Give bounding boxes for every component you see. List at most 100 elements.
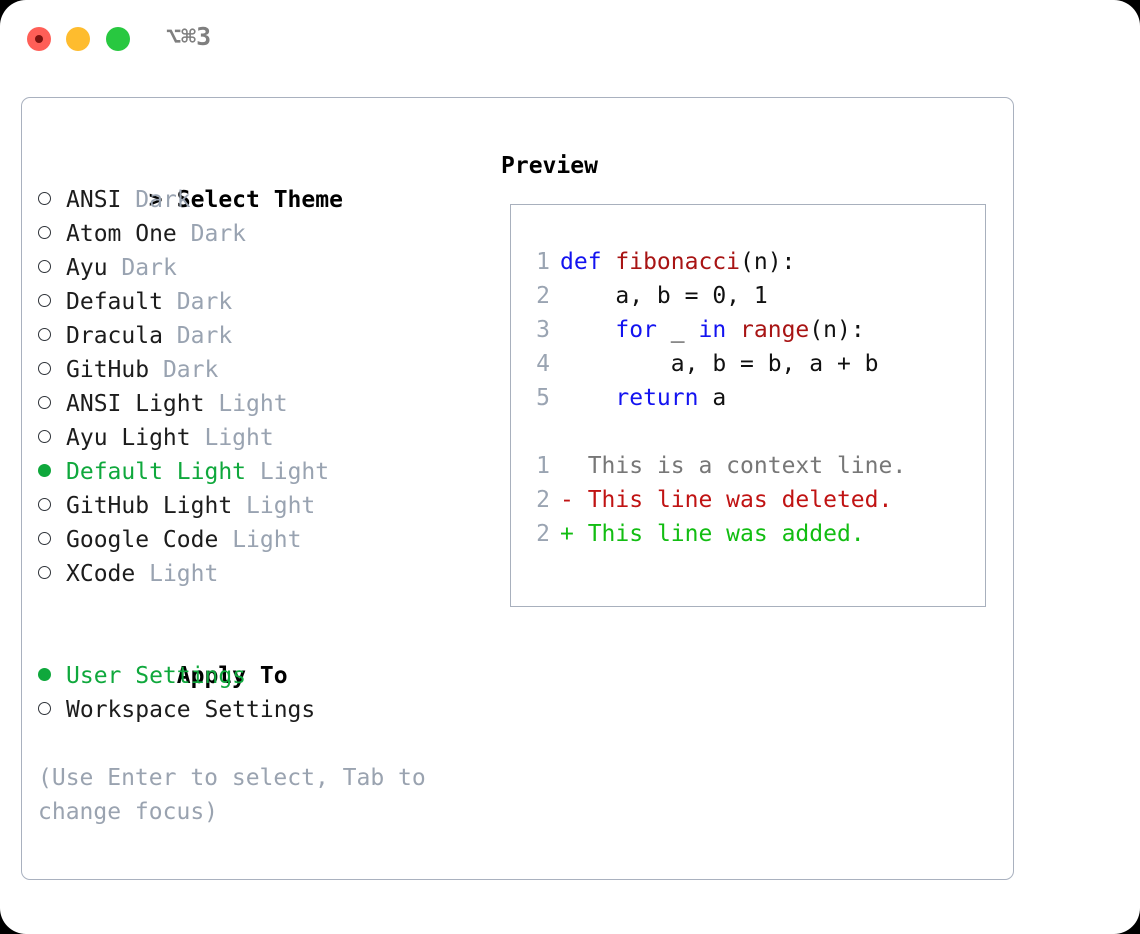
radio-unselected-icon[interactable] <box>38 217 66 251</box>
radio-marker <box>38 192 51 205</box>
code-token-plain: a <box>698 385 727 411</box>
radio-unselected-icon[interactable] <box>38 523 66 557</box>
theme-option-label: GitHub <box>66 357 150 383</box>
radio-marker <box>38 498 51 511</box>
code-line: 2 a, b = 0, 1 <box>524 279 906 313</box>
radio-unselected-icon[interactable] <box>38 387 66 421</box>
radio-unselected-icon[interactable] <box>38 183 66 217</box>
theme-option-default-dark[interactable]: Default Dark <box>38 285 488 319</box>
theme-option-label: GitHub Light <box>66 493 233 519</box>
radio-marker <box>38 396 51 409</box>
radio-unselected-icon[interactable] <box>38 285 66 319</box>
diff-line-number: 2 <box>536 521 550 547</box>
radio-selected-icon[interactable] <box>38 659 66 693</box>
code-blank-line <box>524 415 906 449</box>
theme-variant-tag: Light <box>149 561 219 587</box>
radio-marker <box>38 362 51 375</box>
radio-unselected-icon[interactable] <box>38 557 66 591</box>
theme-option-ansi-dark[interactable]: ANSI Dark <box>38 183 488 217</box>
close-button[interactable] <box>27 27 51 51</box>
apply-to-option-workspace-settings[interactable]: Workspace Settings <box>38 693 488 727</box>
theme-variant-tag: Light <box>218 391 288 417</box>
radio-marker <box>38 464 51 477</box>
radio-marker <box>38 430 51 443</box>
theme-option-default-light-light[interactable]: Default Light Light <box>38 455 488 489</box>
code-line-number: 5 <box>536 385 550 411</box>
theme-option-label: ANSI <box>66 187 122 213</box>
caret-icon: > <box>148 187 163 213</box>
code-token-kw: return <box>615 385 699 411</box>
minimize-button[interactable] <box>66 27 90 51</box>
radio-unselected-icon[interactable] <box>38 421 66 455</box>
theme-variant-tag: Light <box>232 527 302 553</box>
theme-variant-tag: Dark <box>176 323 233 349</box>
diff-line: 2+ This line was added. <box>524 517 906 551</box>
diff-line-text: This line was deleted. <box>573 487 893 513</box>
label-gap <box>218 527 232 553</box>
radio-unselected-icon[interactable] <box>38 489 66 523</box>
theme-option-label: Atom One <box>66 221 177 247</box>
theme-option-label: Default Light <box>66 459 247 485</box>
diff-line-text: This is a context line. <box>573 453 907 479</box>
radio-unselected-icon[interactable] <box>38 319 66 353</box>
theme-variant-tag: Light <box>204 425 274 451</box>
diff-line: 1 This is a context line. <box>524 449 906 483</box>
theme-variant-tag: Dark <box>162 357 219 383</box>
code-line-number: 1 <box>536 249 550 275</box>
code-line-number: 2 <box>536 283 550 309</box>
label-gap <box>163 289 177 315</box>
code-token-plain <box>560 317 615 343</box>
code-line: 4 a, b = b, a + b <box>524 347 906 381</box>
theme-variant-tag: Dark <box>135 187 191 213</box>
select-theme-heading: > Select Theme <box>38 149 488 213</box>
theme-variant-tag: Light <box>246 493 316 519</box>
theme-option-ayu-dark[interactable]: Ayu Dark <box>38 251 488 285</box>
code-token-fn: fibonacci <box>615 249 741 275</box>
label-gap <box>232 493 246 519</box>
theme-option-google-code-light[interactable]: Google Code Light <box>38 523 488 557</box>
radio-marker <box>38 294 51 307</box>
theme-variant-tag: Dark <box>190 221 247 247</box>
theme-option-ayu-light-light[interactable]: Ayu Light Light <box>38 421 488 455</box>
preview-title: Preview <box>501 153 598 179</box>
radio-unselected-icon[interactable] <box>38 251 66 285</box>
theme-option-ansi-light-light[interactable]: ANSI Light Light <box>38 387 488 421</box>
apply-to-option-user-settings[interactable]: User Settings <box>38 659 488 693</box>
section-spacer <box>38 591 488 625</box>
theme-variant-tag: Dark <box>176 289 233 315</box>
maximize-button[interactable] <box>106 27 130 51</box>
radio-marker <box>38 702 51 715</box>
code-token-plain: (n): <box>809 317 865 343</box>
code-line: 3 for _ in range(n): <box>524 313 906 347</box>
theme-option-label: Dracula <box>66 323 163 349</box>
radio-unselected-icon[interactable] <box>38 353 66 387</box>
theme-option-github-light-light[interactable]: GitHub Light Light <box>38 489 488 523</box>
theme-option-xcode-light[interactable]: XCode Light <box>38 557 488 591</box>
theme-option-label: Ayu Light <box>66 425 191 451</box>
radio-marker <box>38 532 51 545</box>
code-token-plain <box>726 317 740 343</box>
radio-unselected-icon[interactable] <box>38 693 66 727</box>
theme-variant-tag: Dark <box>121 255 177 281</box>
radio-selected-icon[interactable] <box>38 455 66 489</box>
apply-to-option-label: Workspace Settings <box>66 697 316 723</box>
code-token-plain: a, b = b, a + b <box>560 351 879 377</box>
diff-marker: + <box>560 521 574 547</box>
theme-option-github-dark[interactable]: GitHub Dark <box>38 353 488 387</box>
theme-option-label: XCode <box>66 561 136 587</box>
title-bar: ⌥⌘3 <box>0 0 1140 78</box>
code-token-plain: _ <box>656 317 699 343</box>
radio-marker <box>38 566 51 579</box>
theme-option-dracula-dark[interactable]: Dracula Dark <box>38 319 488 353</box>
theme-option-atom-one-dark[interactable]: Atom One Dark <box>38 217 488 251</box>
diff-line-number: 2 <box>536 487 550 513</box>
theme-option-label: Default <box>66 289 163 315</box>
select-theme-heading-label: Select Theme <box>176 187 343 213</box>
theme-option-label: ANSI Light <box>66 391 205 417</box>
code-token-kw: in <box>698 317 727 343</box>
